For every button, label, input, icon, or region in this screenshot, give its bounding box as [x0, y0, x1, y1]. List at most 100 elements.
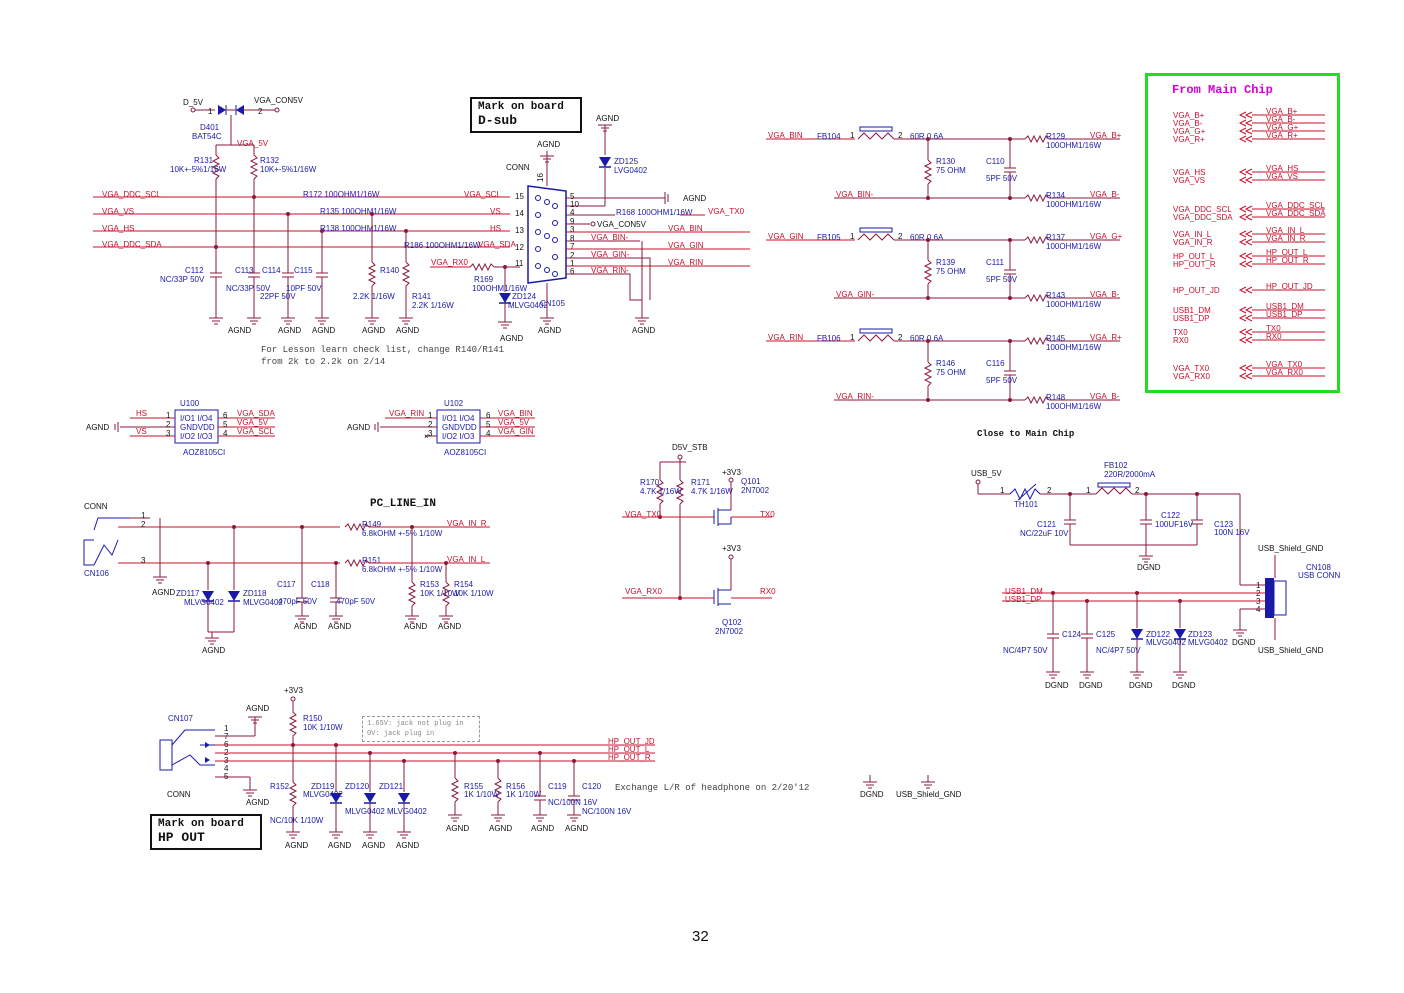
ref-r172: R172 100OHM1/16W [303, 190, 380, 199]
ref-r138: R138 100OHM1/16W [320, 224, 397, 233]
svg-text:AGND: AGND [86, 423, 109, 432]
net-d5v: D_5V [183, 98, 204, 107]
svg-text:VGA_GIN: VGA_GIN [768, 232, 804, 241]
svg-text:6: 6 [486, 411, 491, 420]
port-arrow [1238, 252, 1247, 260]
svg-text:VGA_RIN: VGA_RIN [389, 409, 424, 418]
svg-text:60R 0.6A: 60R 0.6A [910, 334, 944, 343]
port-label-left: VGA_R+ [1173, 135, 1205, 144]
svg-text:R129: R129 [1046, 132, 1066, 141]
port-arrow [1238, 135, 1247, 143]
port-arrow [1238, 119, 1247, 127]
usb-connector-cn108 [1265, 578, 1287, 618]
port-label-right: RX0 [1266, 332, 1282, 341]
svg-text:100OHM1/16W: 100OHM1/16W [1046, 300, 1102, 309]
svg-text:DGND: DGND [1079, 681, 1103, 690]
svg-text:VGA_5V: VGA_5V [237, 418, 269, 427]
label-vga-sda: VGA_SDA [478, 240, 516, 249]
net-vga-rx0: VGA_RX0 [431, 258, 468, 267]
port-label-left: HP_OUT_L [1173, 252, 1215, 261]
port-label-left: VGA_RX0 [1173, 372, 1210, 381]
svg-text:AGND: AGND [202, 646, 225, 655]
svg-text:I/O2 I/O3: I/O2 I/O3 [442, 432, 475, 441]
net-vga-tx0-dsub: VGA_TX0 [708, 207, 745, 216]
svg-text:VGA_IN_R: VGA_IN_R [447, 519, 487, 528]
pc-line-in-section: PC_LINE_IN CONN CN106 123 AGND R149 6.8k… [83, 498, 494, 655]
val-c112: NC/33P 50V [160, 275, 205, 284]
from-main-chip-title: From Main Chip [1172, 83, 1273, 97]
svg-text:2N7002: 2N7002 [715, 627, 744, 636]
svg-text:MLVG0402: MLVG0402 [345, 807, 385, 816]
port-label-right: USB1_DM [1266, 302, 1304, 311]
svg-text:VS: VS [136, 427, 147, 436]
svg-text:NC/4P7 50V: NC/4P7 50V [1096, 646, 1141, 655]
port-arrow [1244, 328, 1253, 336]
svg-text:75 OHM: 75 OHM [936, 368, 966, 377]
svg-text:AGND: AGND [446, 824, 469, 833]
val-r141: 2.2K 1/16W [412, 301, 454, 310]
pc-line-in-title: PC_LINE_IN [370, 498, 436, 510]
main-chip-port-box [1145, 73, 1340, 393]
svg-text:ZD123: ZD123 [1188, 630, 1213, 639]
port-arrow [1244, 260, 1253, 268]
svg-text:16: 16 [536, 173, 545, 182]
port-label-right: USB1_DP [1266, 310, 1302, 319]
ref-r131: R131 [194, 156, 214, 165]
svg-text:AGND: AGND [285, 841, 308, 850]
svg-text:2: 2 [898, 131, 903, 140]
svg-text:GNDVDD: GNDVDD [180, 423, 215, 432]
svg-text:4: 4 [486, 429, 491, 438]
svg-text:AGND: AGND [500, 334, 523, 343]
svg-text:VGA_RIN-: VGA_RIN- [836, 392, 874, 401]
svg-text:R148: R148 [1046, 393, 1066, 402]
svg-text:100OHM1/16W: 100OHM1/16W [1046, 343, 1102, 352]
svg-text:VGA_BIN-: VGA_BIN- [591, 233, 629, 242]
svg-text:C119: C119 [548, 782, 567, 791]
svg-text:2: 2 [898, 232, 903, 241]
port-label-right: VGA_R+ [1266, 131, 1298, 140]
svg-text:R143: R143 [1046, 291, 1066, 300]
svg-text:R170: R170 [640, 478, 660, 487]
svg-text:AGND: AGND [152, 588, 175, 597]
port-arrow [1238, 314, 1247, 322]
svg-text:FB105: FB105 [817, 233, 841, 242]
svg-text:5: 5 [223, 420, 228, 429]
svg-text:MLVG0402: MLVG0402 [184, 598, 224, 607]
svg-text:2: 2 [1135, 486, 1140, 495]
port-label-left: VGA_TX0 [1173, 364, 1210, 373]
svg-text:HP_OUT_L: HP_OUT_L [608, 745, 650, 754]
val-r131: 10K+-5%1/16W [170, 165, 227, 174]
svg-text:AGND: AGND [489, 824, 512, 833]
svg-text:USB_5V: USB_5V [971, 469, 1002, 478]
svg-text:CN106: CN106 [84, 569, 109, 578]
label-conn: CONN [506, 163, 530, 172]
svg-text:USB_Shield_GND: USB_Shield_GND [896, 790, 962, 799]
svg-text:14: 14 [515, 209, 524, 218]
svg-text:R146: R146 [936, 359, 956, 368]
port-label-left: VGA_IN_L [1173, 230, 1212, 239]
port-label-left: TX0 [1173, 328, 1188, 337]
svg-text:7: 7 [570, 242, 575, 251]
svg-text:I/O1 I/O4: I/O1 I/O4 [442, 414, 475, 423]
svg-text:ZD121: ZD121 [379, 782, 404, 791]
port-label-right: VGA_IN_L [1266, 226, 1305, 235]
svg-text:C125: C125 [1096, 630, 1116, 639]
port-arrow [1244, 127, 1253, 135]
svg-text:1: 1 [166, 411, 171, 420]
svg-text:LVG0402: LVG0402 [614, 166, 648, 175]
svg-text:1K 1/10W: 1K 1/10W [506, 790, 542, 799]
svg-text:+3V3: +3V3 [722, 544, 741, 553]
svg-text:AOZ8105CI: AOZ8105CI [444, 448, 486, 457]
svg-text:C116: C116 [986, 359, 1005, 368]
svg-text:×: × [424, 432, 429, 441]
svg-text:2: 2 [428, 420, 433, 429]
port-arrow [1244, 111, 1253, 119]
term-block-red: VGA_RIN FB106 1 2 60R 0.6A R145 100OHM1/… [766, 328, 1122, 411]
svg-text:USB_Shield_GND: USB_Shield_GND [1258, 646, 1324, 655]
svg-text:4: 4 [570, 208, 575, 217]
svg-text:100OHM1/16W: 100OHM1/16W [1046, 242, 1102, 251]
port-arrow [1244, 364, 1253, 372]
svg-text:HP_OUT_R: HP_OUT_R [608, 753, 651, 762]
hp-out-section: AGND CN107 17 62 345 AGND CONN HP_OUT_JD… [159, 686, 962, 850]
port-arrow [1238, 111, 1247, 119]
